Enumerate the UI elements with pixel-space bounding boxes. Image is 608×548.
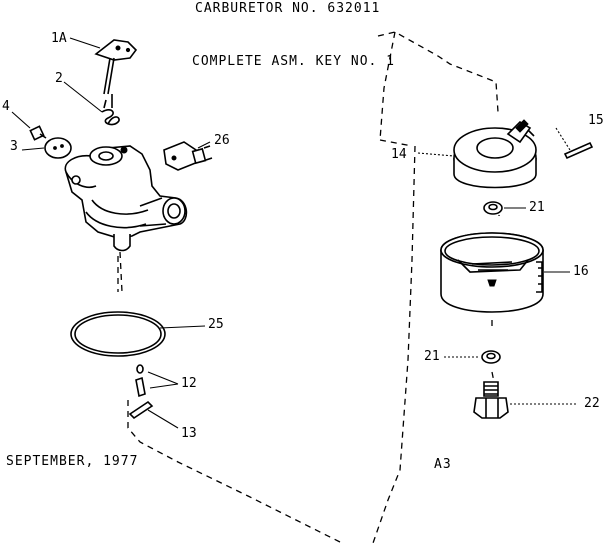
callout-12: 12 (181, 376, 197, 391)
callout-26: 26 (214, 133, 230, 148)
callout-16: 16 (573, 264, 589, 279)
part-26-fuel-fitting (163, 141, 213, 171)
diagram-title: CARBURETOR NO. 632011 (195, 1, 381, 16)
callout-14: 14 (391, 147, 407, 162)
assembly-boundary-dashed (119, 31, 501, 547)
callout-3: 3 (10, 139, 18, 154)
callout-25: 25 (208, 317, 224, 332)
part-3-throttle-plate (44, 137, 72, 159)
part-25-gasket (70, 311, 166, 357)
callout-21-lower: 21 (424, 349, 440, 364)
callout-15: 15 (588, 113, 604, 128)
callout-1a: 1A (51, 31, 67, 46)
part-21-washer-lower (481, 350, 501, 364)
part-12-pins (135, 364, 146, 398)
callout-21-top: 21 (529, 200, 545, 215)
diagram-date: SEPTEMBER, 1977 (6, 454, 139, 469)
part-21-washer-top (483, 201, 503, 215)
part-13-clip (128, 400, 154, 420)
part-4-screw (29, 125, 47, 141)
part-15-float-pin (563, 141, 594, 160)
part-16-float-bowl (440, 232, 544, 313)
callout-2: 2 (55, 71, 63, 86)
carburetor-body (64, 145, 188, 252)
callout-22: 22 (584, 396, 600, 411)
assembly-boundary-dashed-left (379, 31, 413, 147)
part-22-bowl-nut (473, 381, 509, 419)
diagram-subtitle: COMPLETE ASM. KEY NO. 1 (192, 54, 396, 69)
part-2-spring (101, 99, 120, 126)
callout-13: 13 (181, 426, 197, 441)
part-14-float (453, 119, 537, 189)
part-1a-throttle-lever (94, 39, 138, 95)
callout-4: 4 (2, 99, 10, 114)
page-code: A3 (434, 457, 452, 472)
